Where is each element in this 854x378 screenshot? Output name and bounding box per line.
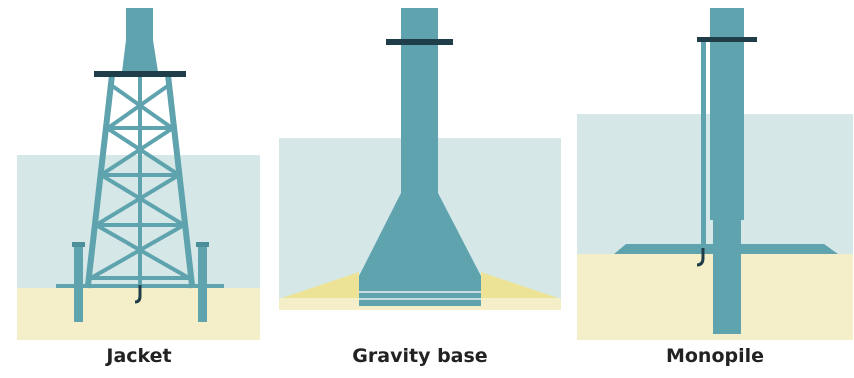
jacket-tower	[126, 8, 153, 40]
jacket-structure	[56, 71, 224, 289]
jacket-brace-d4a	[93, 222, 192, 281]
gravity-cone	[359, 193, 481, 276]
jacket-leg-right	[164, 71, 196, 289]
monopile-j-tube	[701, 42, 706, 250]
monopile-transition-piece	[710, 42, 744, 220]
jacket-deck	[94, 71, 186, 77]
jacket-panel	[17, 8, 260, 340]
gravity-shaft	[401, 45, 438, 193]
jacket-pile-right	[198, 242, 207, 322]
gravity-tower	[401, 8, 438, 40]
monopile-tower	[710, 8, 744, 40]
monopile-pile	[713, 220, 741, 334]
gravity-scour-left	[282, 272, 359, 298]
jacket-cable	[134, 285, 142, 304]
monopile-panel	[577, 8, 853, 340]
label-monopile: Monopile	[665, 345, 765, 367]
jacket-pile-left-cap	[72, 242, 85, 247]
gravity-base-slab	[359, 276, 481, 306]
label-jacket: Jacket	[106, 345, 172, 367]
jacket-brace-d2b	[98, 125, 176, 178]
jacket-brace-d3a	[98, 172, 187, 228]
gravity-deck	[386, 39, 453, 45]
jacket-pile-left	[74, 242, 83, 322]
monopile-deck	[697, 37, 757, 42]
label-gravity-base: Gravity base	[352, 345, 488, 367]
jacket-brace-d4b	[88, 222, 187, 281]
jacket-pile-right-cap	[196, 242, 209, 247]
jacket-brace-d2a	[104, 125, 182, 178]
gravity-base-panel	[279, 8, 561, 310]
jacket-leg-left	[84, 71, 116, 289]
monopile-cable	[696, 248, 705, 267]
jacket-tower-transition	[122, 40, 158, 72]
jacket-brace-d3b	[93, 172, 182, 228]
gravity-scour-right	[481, 272, 558, 298]
jacket-brace-d1b	[105, 82, 172, 131]
